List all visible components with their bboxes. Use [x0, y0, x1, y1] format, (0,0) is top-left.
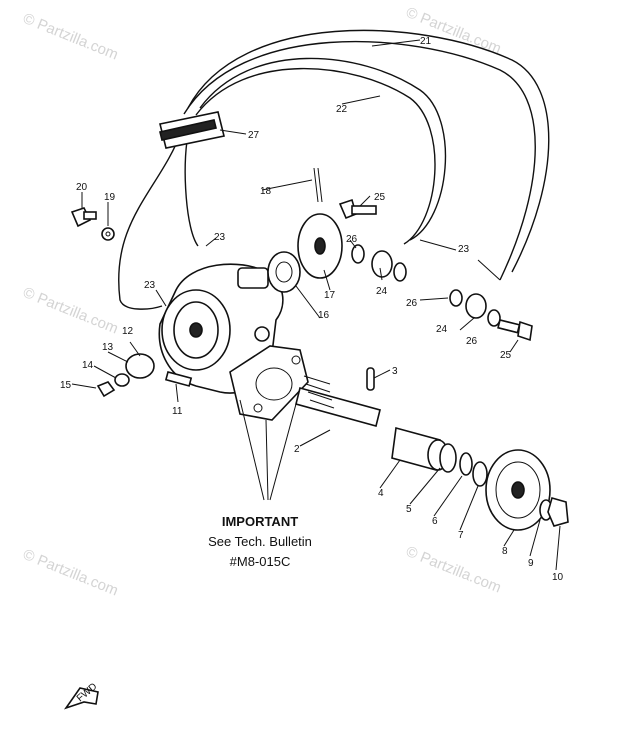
callout-10: 10 — [552, 572, 564, 583]
callout-23-right: 23 — [458, 244, 470, 255]
washer-26-mid — [393, 262, 407, 282]
leader-lines — [71, 39, 561, 571]
drive-shaft — [295, 375, 381, 427]
callout-11: 11 — [172, 406, 183, 417]
callout-labels: 21 22 27 18 25 20 19 23 23 23 26 24 17 1… — [60, 36, 564, 583]
callout-14: 14 — [82, 360, 94, 371]
collar-4 — [391, 426, 449, 472]
callout-2: 2 — [294, 444, 300, 455]
callout-24-a: 24 — [376, 286, 388, 297]
washer-5 — [439, 443, 457, 473]
gear-8 — [485, 449, 551, 531]
watermark: © Partzilla.com — [21, 546, 121, 600]
washer-26-lower-a — [449, 289, 463, 307]
nut-15 — [96, 381, 116, 398]
fitting-24-lower — [465, 293, 487, 319]
callout-7: 7 — [458, 530, 464, 541]
washer-6 — [459, 452, 473, 476]
callout-27: 27 — [248, 130, 260, 141]
callout-23-top: 23 — [214, 232, 226, 243]
banjo-bolt-upper — [338, 198, 377, 220]
callout-17: 17 — [324, 290, 336, 301]
callout-6: 6 — [432, 516, 438, 527]
nut-10 — [547, 497, 569, 527]
washer-19 — [101, 227, 115, 241]
callout-19: 19 — [104, 192, 116, 203]
callout-20: 20 — [76, 182, 88, 193]
callout-4: 4 — [378, 488, 384, 499]
callout-21: 21 — [420, 36, 432, 47]
washer-7 — [472, 461, 488, 487]
callout-5: 5 — [406, 504, 412, 515]
callout-23-left: 23 — [144, 280, 156, 291]
oil-hoses — [118, 29, 550, 310]
washer-26-lower-b — [487, 309, 501, 327]
notice-text: See Tech. Bulletin — [208, 534, 312, 549]
callout-8: 8 — [502, 546, 508, 557]
washer-14 — [114, 373, 130, 387]
fitting-24-upper — [371, 250, 393, 278]
watermark: © Partzilla.com — [404, 543, 504, 597]
callout-12: 12 — [122, 326, 134, 337]
notice-title: IMPORTANT — [222, 514, 298, 529]
callout-24-b: 24 — [436, 324, 448, 335]
front-arrow-icon: FWD — [63, 681, 99, 710]
pin-18 — [313, 167, 323, 203]
washer-26-upper — [351, 244, 365, 264]
pump-gasket — [229, 345, 309, 421]
callout-3: 3 — [392, 366, 398, 377]
watermark: © Partzilla.com — [21, 284, 121, 338]
screw-11 — [164, 371, 193, 387]
callout-26-c: 26 — [466, 336, 478, 347]
pin-3 — [366, 367, 375, 391]
callout-15: 15 — [60, 380, 72, 391]
bearing-16 — [267, 251, 301, 293]
watermark: © Partzilla.com — [21, 10, 121, 64]
callout-13: 13 — [102, 342, 114, 353]
hose-clamp — [159, 111, 225, 149]
bolt-20 — [70, 207, 97, 228]
callout-16: 16 — [318, 310, 330, 321]
callout-25-lower: 25 — [500, 350, 512, 361]
plate-17 — [297, 213, 343, 279]
callout-22: 22 — [336, 104, 348, 115]
callout-9: 9 — [528, 558, 534, 569]
notice-bulletin-number: #M8-015C — [230, 554, 291, 569]
callout-18: 18 — [260, 186, 272, 197]
pulley-13 — [125, 353, 155, 379]
banjo-bolt-lower — [497, 319, 533, 342]
callout-25-upper: 25 — [374, 192, 386, 203]
important-notice: IMPORTANT See Tech. Bulletin #M8-015C — [208, 514, 312, 569]
watermark: © Partzilla.com — [404, 4, 504, 58]
callout-26-b: 26 — [406, 298, 418, 309]
callout-26-a: 26 — [346, 234, 358, 245]
